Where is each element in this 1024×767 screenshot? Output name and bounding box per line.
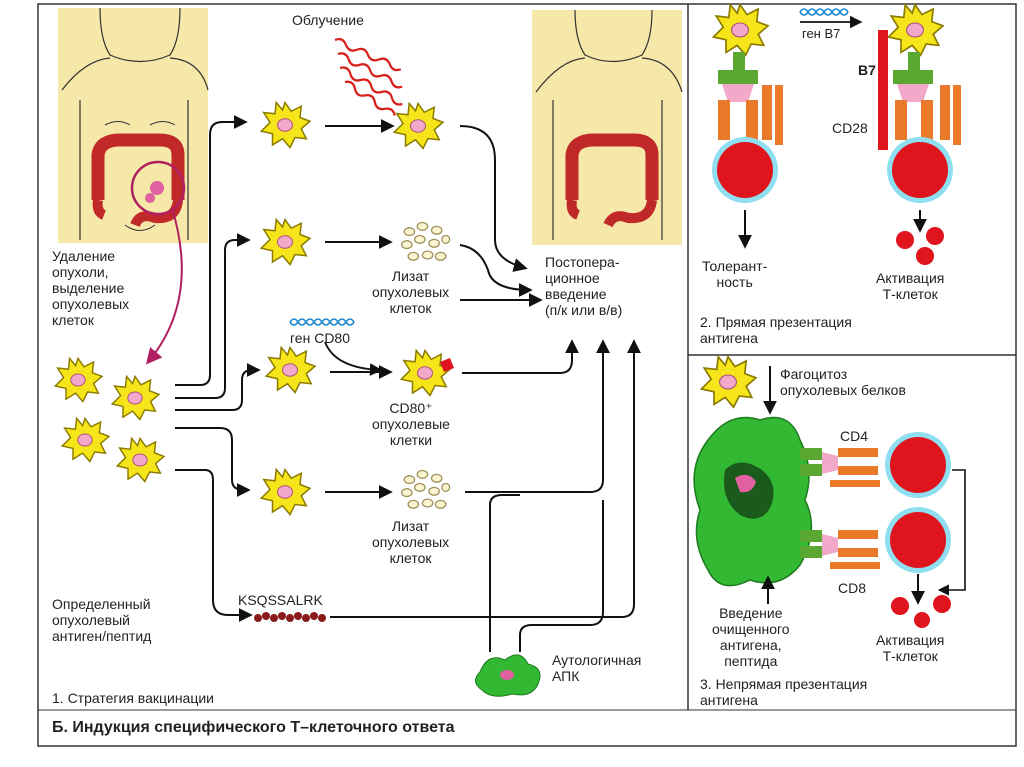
label-irradiation: Облучение bbox=[292, 12, 364, 28]
gene-cd80-dna bbox=[289, 318, 355, 326]
tumor-site bbox=[130, 160, 186, 216]
branch-arrows bbox=[175, 115, 261, 622]
direct-presentation-left bbox=[712, 3, 783, 203]
label-phagocytosis: Фагоцитоз опухолевых белков bbox=[780, 366, 906, 398]
label-gene-b7: ген B7 bbox=[802, 26, 841, 41]
label-activation-indirect: Активация Т-клеток bbox=[876, 632, 945, 664]
tumor-lysate-top bbox=[400, 221, 451, 261]
label-peptide: KSQSSALRK bbox=[238, 592, 323, 608]
gene-b7-dna bbox=[799, 8, 849, 16]
tumor-cell-row2 bbox=[260, 218, 311, 266]
caption-direct-presentation: 2. Прямая презентация антигена bbox=[700, 314, 852, 346]
label-postop-injection: Постопера- ционное введение (п/к или в/в… bbox=[545, 254, 623, 318]
label-tumor-removal: Удаление опухоли, выделение опухолевых к… bbox=[52, 248, 130, 328]
patient-body-preop bbox=[58, 7, 209, 243]
label-cd4: CD4 bbox=[840, 428, 869, 444]
figure-title: Б. Индукция специфического Т–клеточного … bbox=[52, 719, 455, 736]
tumor-lysate-bottom bbox=[400, 469, 451, 509]
caption-indirect-presentation: 3. Непрямая презентация антигена bbox=[700, 676, 868, 708]
patient-body-postop bbox=[532, 9, 683, 245]
extraction-arrow bbox=[145, 207, 183, 365]
tumor-cell-phagocytosis bbox=[700, 355, 757, 409]
intestine-postop bbox=[565, 133, 659, 228]
activated-tcells-direct bbox=[896, 227, 944, 265]
apc-cell bbox=[693, 416, 813, 587]
cd4-synapse bbox=[800, 432, 951, 498]
radiation-waves bbox=[334, 38, 403, 116]
label-tolerance: Толерант- ность bbox=[702, 258, 768, 290]
figure-border bbox=[37, 3, 1017, 747]
tumor-cell-row4 bbox=[260, 468, 311, 516]
label-b7: B7 bbox=[858, 62, 876, 78]
label-cd8: CD8 bbox=[838, 580, 867, 596]
label-gene-cd80: ген CD80 bbox=[290, 330, 350, 346]
cd80-molecule bbox=[440, 358, 454, 372]
tumor-cell-row1 bbox=[260, 101, 311, 149]
caption-vaccination-strategy: 1. Стратегия вакцинации bbox=[52, 690, 214, 706]
label-cd28: CD28 bbox=[832, 120, 868, 136]
label-antigen-introduction: Введение очищенного антигена, пептида bbox=[712, 605, 790, 669]
label-autologous-apc: Аутологичная АПК bbox=[552, 652, 642, 684]
cd80-tumor-cell bbox=[400, 349, 451, 397]
cd8-synapse bbox=[800, 507, 951, 573]
activated-tcells-indirect bbox=[891, 595, 951, 628]
label-cd80-cells: CD80⁺ опухолевые клетки bbox=[372, 400, 450, 448]
tumor-cell-row3 bbox=[265, 346, 316, 394]
peptide-chain bbox=[254, 612, 326, 622]
label-activation-direct: Активация Т-клеток bbox=[876, 270, 945, 302]
autologous-apc bbox=[475, 654, 541, 697]
label-lysate-top: Лизат опухолевых клеток bbox=[372, 268, 450, 316]
direct-presentation-right bbox=[878, 3, 961, 203]
intestine-preop bbox=[91, 133, 185, 228]
isolated-tumor-cells bbox=[54, 357, 165, 483]
label-lysate-bottom: Лизат опухолевых клеток bbox=[372, 518, 450, 566]
tumor-cell-irradiated bbox=[393, 102, 444, 150]
label-tumor-antigen: Определенный опухолевый антиген/пептид bbox=[52, 596, 152, 644]
